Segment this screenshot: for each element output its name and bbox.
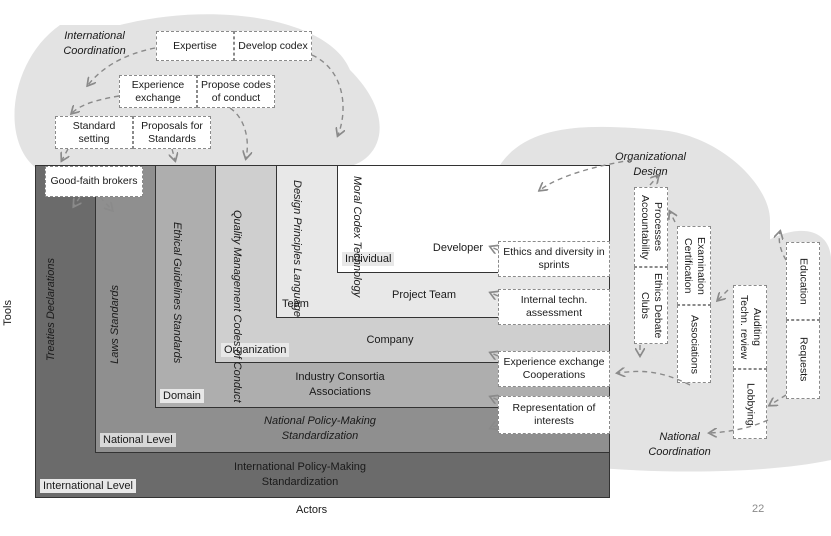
national-coordination-title: National Coordination bbox=[648, 431, 711, 458]
develop-codex-box: Develop codex bbox=[234, 31, 312, 61]
arrow-propose bbox=[229, 107, 247, 158]
arrow-nc-1 bbox=[718, 289, 729, 300]
arrow-od-5 bbox=[618, 371, 691, 386]
page-number: 22 bbox=[752, 503, 765, 515]
standard-setting-box: Standard setting bbox=[55, 116, 133, 149]
arrow-expertise bbox=[88, 47, 156, 85]
individual-actor-label: Developer bbox=[432, 242, 484, 254]
examination-certification-box: Examination Certification bbox=[677, 226, 711, 305]
requests-box: Requests bbox=[786, 320, 820, 399]
arrow-od-1 bbox=[540, 159, 633, 190]
experience-exchange-cooperations-box: Experience exchange Cooperations bbox=[498, 351, 610, 387]
auditing-review-box: Auditing Techn. review bbox=[733, 285, 767, 369]
international-level-tag: International Level bbox=[40, 479, 136, 493]
team-level-tag: Team bbox=[282, 298, 309, 310]
internal-assessment-box: Internal techn. assessment bbox=[498, 289, 610, 325]
domain-level-tag: Domain bbox=[160, 389, 204, 403]
ethics-debate-clubs-box: Ethics Debate Clubs bbox=[634, 267, 668, 344]
arrow-od-3 bbox=[670, 212, 675, 223]
arrow-in-3 bbox=[491, 353, 498, 356]
arrow-in-4 bbox=[491, 397, 498, 400]
education-box: Education bbox=[786, 242, 820, 320]
arrow-good-faith-2 bbox=[74, 196, 80, 206]
lobbying-box: Lobbying bbox=[733, 369, 767, 439]
organization-tool-label: Quality Management Codes of Conduct bbox=[231, 210, 243, 403]
arrow-od-2 bbox=[649, 176, 658, 186]
international-coordination-title: International Coordination bbox=[63, 30, 126, 57]
experience-exchange-box: Experience exchange bbox=[119, 75, 197, 108]
associations-box: Associations bbox=[677, 305, 711, 383]
individual-tool-label: Moral Codex Technology bbox=[351, 176, 363, 298]
actors-axis-label: Actors bbox=[296, 504, 328, 516]
individual-level-tag: Individual bbox=[342, 252, 395, 266]
arrow-in-2 bbox=[491, 293, 498, 296]
arrow-in-1 bbox=[491, 247, 498, 250]
arrow-develop-codex bbox=[311, 54, 343, 135]
arrow-standard bbox=[62, 148, 68, 160]
national-level-tag: National Level bbox=[100, 433, 176, 447]
propose-codes-box: Propose codes of conduct bbox=[197, 75, 275, 108]
proposals-for-standards-box: Proposals for Standards bbox=[133, 116, 211, 149]
representation-of-interests-box: Representation of interests bbox=[498, 396, 610, 434]
arrow-experience bbox=[72, 95, 120, 113]
organization-level-tag: Organization bbox=[221, 343, 290, 357]
team-tool-label: Design Principles Language bbox=[291, 180, 303, 317]
ethics-diversity-box: Ethics and diversity in sprints bbox=[498, 241, 610, 277]
national-actor-label: National Policy-Making Standardization bbox=[264, 415, 376, 442]
arrow-proposals bbox=[172, 148, 175, 160]
organization-actor-label: Company bbox=[366, 334, 414, 346]
arrow-nc-3 bbox=[779, 232, 787, 261]
domain-actor-label: Industry Consortia Associations bbox=[295, 371, 385, 398]
arrow-nc-2 bbox=[710, 419, 769, 433]
good-faith-brokers-box: Good-faith brokers bbox=[45, 166, 143, 197]
domain-tool-label: Ethical Guidelines Standards bbox=[171, 222, 183, 364]
international-actor-label: International Policy-Making Standardizat… bbox=[233, 461, 367, 488]
team-actor-label: Project Team bbox=[392, 289, 456, 301]
expertise-box: Expertise bbox=[156, 31, 234, 61]
arrow-in-5 bbox=[491, 425, 498, 428]
arrow-good-faith bbox=[99, 196, 112, 210]
processes-accountability-box: Processes Accountability bbox=[634, 187, 668, 267]
arrow-nc-4 bbox=[770, 394, 787, 405]
